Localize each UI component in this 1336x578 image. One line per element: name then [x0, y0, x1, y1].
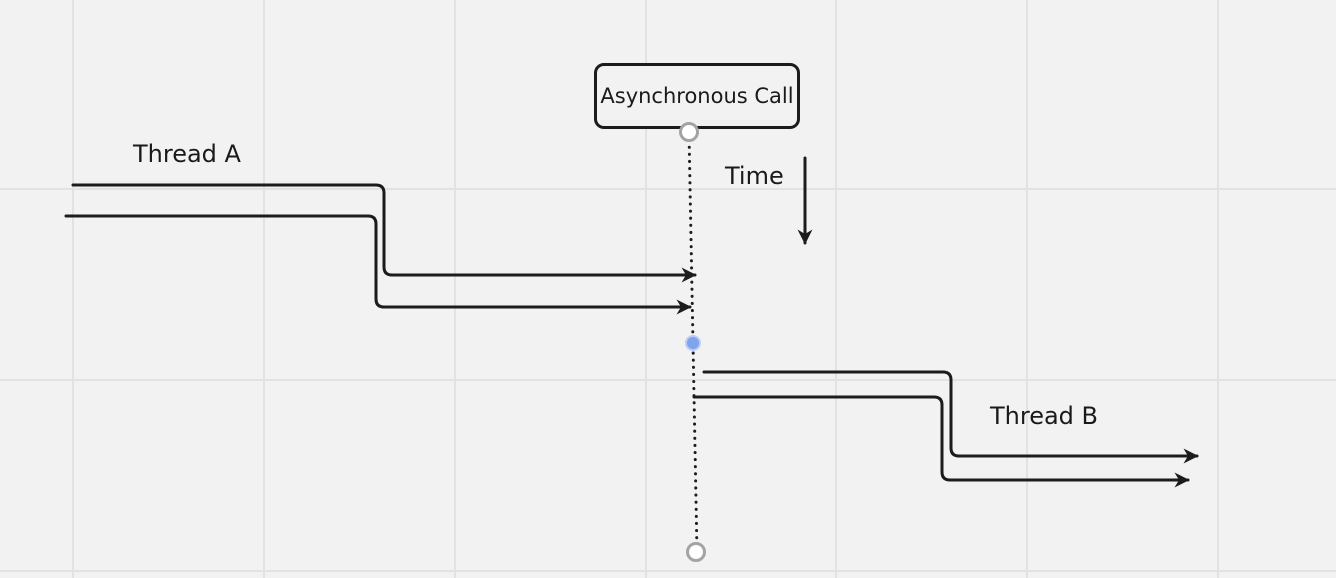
thread-b-path-upper[interactable]	[702, 370, 1199, 464]
thread-b-path-lower[interactable]	[692, 395, 1190, 488]
thread-a-path-lower[interactable]	[64, 214, 692, 315]
thread-b-label: Thread B	[990, 402, 1099, 430]
connector-start-handle[interactable]	[679, 122, 699, 142]
asynchronous-call-box[interactable]: Asynchronous Call	[594, 63, 800, 129]
asynchronous-call-label: Asynchronous Call	[600, 84, 794, 108]
time-label: Time	[725, 162, 784, 190]
async-call-connector[interactable]	[687, 131, 699, 554]
connector-midpoint-handle[interactable]	[685, 335, 701, 351]
connector-end-handle[interactable]	[686, 542, 706, 562]
thread-a-label: Thread A	[133, 140, 241, 168]
thread-a-path-upper[interactable]	[71, 183, 697, 283]
